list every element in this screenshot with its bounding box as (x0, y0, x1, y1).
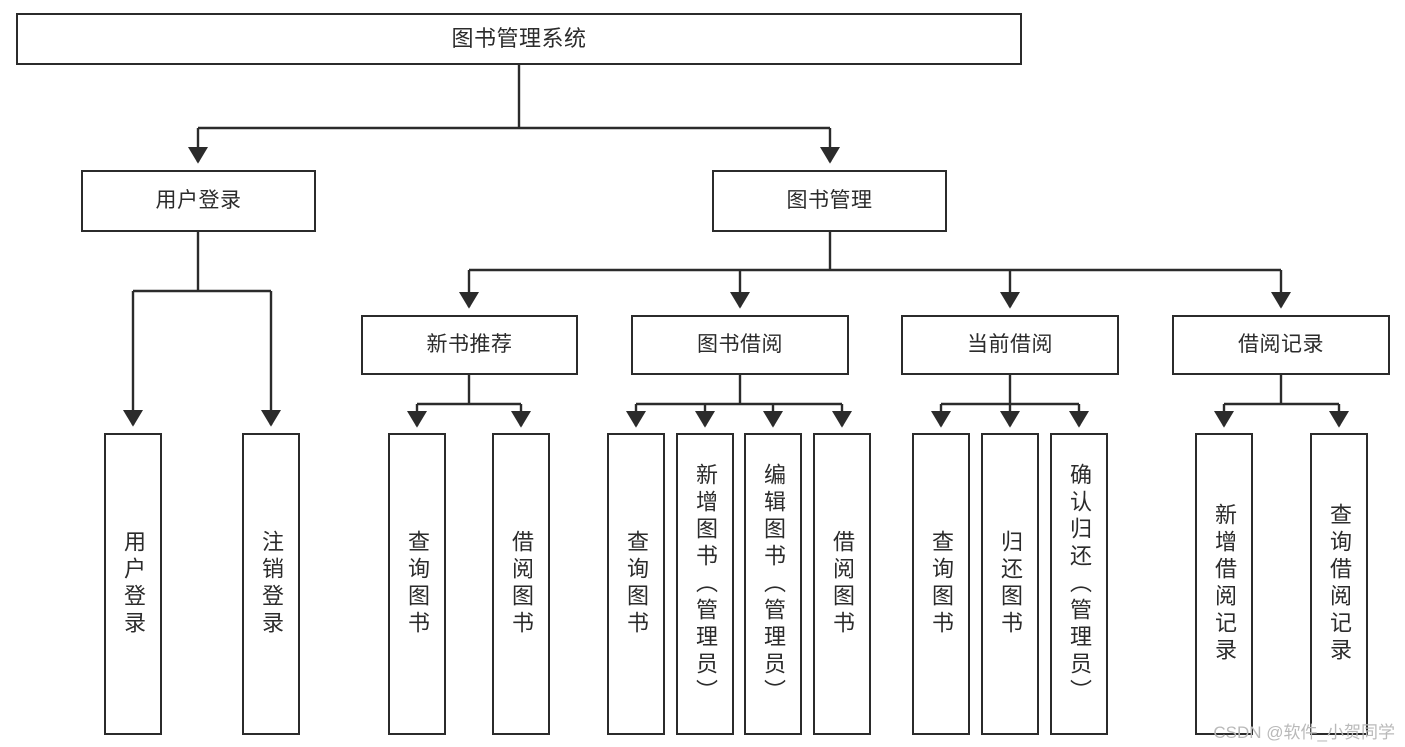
node-user-login[interactable]: 用户登录 (81, 170, 316, 232)
node-book-manage[interactable]: 图书管理 (712, 170, 947, 232)
node-current-borrow-label: 当前借阅 (967, 332, 1053, 356)
node-leaf-borrow-book-1[interactable]: 借阅图书 (492, 433, 550, 735)
node-leaf-query-book-1-label: 查询图书 (405, 530, 430, 638)
node-leaf-user-login[interactable]: 用户登录 (104, 433, 162, 735)
node-leaf-return-book[interactable]: 归还图书 (981, 433, 1039, 735)
node-leaf-logout-label: 注销登录 (259, 530, 284, 638)
node-leaf-edit-book-label: 编辑图书（管理员） (761, 462, 786, 706)
node-new-book-rec[interactable]: 新书推荐 (361, 315, 578, 375)
node-leaf-add-record[interactable]: 新增借阅记录 (1195, 433, 1253, 735)
node-leaf-query-book-3[interactable]: 查询图书 (912, 433, 970, 735)
node-leaf-query-book-2-label: 查询图书 (624, 530, 649, 638)
node-borrow-record-label: 借阅记录 (1238, 332, 1324, 356)
node-root[interactable]: 图书管理系统 (16, 13, 1022, 65)
node-new-book-rec-label: 新书推荐 (426, 332, 513, 356)
node-book-manage-label: 图书管理 (786, 188, 873, 212)
node-leaf-query-record-label: 查询借阅记录 (1327, 503, 1352, 665)
node-current-borrow[interactable]: 当前借阅 (901, 315, 1119, 375)
node-leaf-query-book-3-label: 查询图书 (929, 530, 954, 638)
node-leaf-borrow-book-2[interactable]: 借阅图书 (813, 433, 871, 735)
node-leaf-add-book-label: 新增图书（管理员） (693, 462, 718, 706)
node-leaf-edit-book[interactable]: 编辑图书（管理员） (744, 433, 802, 735)
node-leaf-return-book-label: 归还图书 (998, 530, 1023, 638)
node-user-login-label: 用户登录 (155, 188, 242, 212)
node-leaf-logout[interactable]: 注销登录 (242, 433, 300, 735)
node-leaf-borrow-book-1-label: 借阅图书 (509, 530, 534, 638)
node-leaf-borrow-book-2-label: 借阅图书 (830, 530, 855, 638)
node-leaf-user-login-label: 用户登录 (121, 530, 146, 638)
node-leaf-query-book-2[interactable]: 查询图书 (607, 433, 665, 735)
node-leaf-add-book[interactable]: 新增图书（管理员） (676, 433, 734, 735)
node-borrow-record[interactable]: 借阅记录 (1172, 315, 1390, 375)
watermark: CSDN @软件_小贺同学 (1213, 723, 1395, 742)
node-leaf-query-book-1[interactable]: 查询图书 (388, 433, 446, 735)
node-root-label: 图书管理系统 (451, 26, 587, 52)
node-book-borrow[interactable]: 图书借阅 (631, 315, 849, 375)
node-leaf-add-record-label: 新增借阅记录 (1212, 503, 1237, 665)
node-leaf-query-record[interactable]: 查询借阅记录 (1310, 433, 1368, 735)
node-book-borrow-label: 图书借阅 (697, 332, 783, 356)
node-leaf-confirm-return[interactable]: 确认归还（管理员） (1050, 433, 1108, 735)
node-leaf-confirm-return-label: 确认归还（管理员） (1067, 462, 1092, 706)
